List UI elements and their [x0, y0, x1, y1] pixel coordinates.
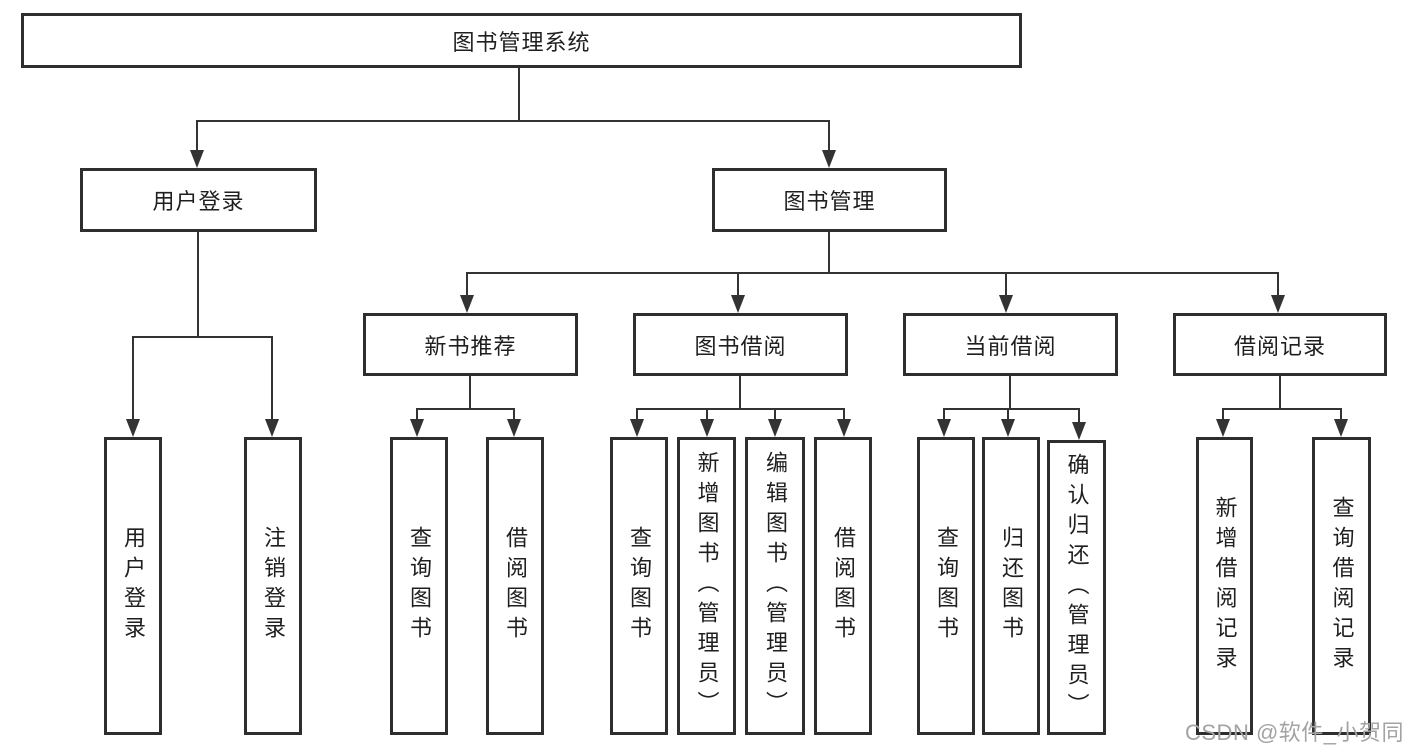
leaf-add-books-admin: 新增图书（管理员） — [677, 437, 736, 735]
arrow-down-icon — [410, 419, 424, 437]
connector-hline — [1222, 408, 1342, 410]
connector-vline — [1222, 408, 1224, 421]
node-book-management: 图书管理 — [712, 168, 947, 232]
leaf-query-borrow-record: 查询借阅记录 — [1312, 437, 1371, 735]
node-current-borrow: 当前借阅 — [903, 313, 1118, 376]
arrow-down-icon — [700, 419, 714, 437]
leaf-label: 借阅图书 — [831, 526, 856, 646]
leaf-label: 查询图书 — [407, 526, 432, 646]
node-root: 图书管理系统 — [21, 13, 1022, 68]
arrow-down-icon — [731, 295, 745, 313]
leaf-label: 确认归还（管理员） — [1064, 452, 1090, 723]
connector-hline — [416, 408, 515, 410]
connector-vline — [1078, 408, 1080, 422]
leaf-borrow-books: 借阅图书 — [814, 437, 872, 735]
connector-vline — [739, 376, 741, 410]
leaf-borrow-books-recommend: 借阅图书 — [486, 437, 544, 735]
node-book-borrow: 图书借阅 — [633, 313, 848, 376]
connector-vline — [132, 336, 134, 421]
connector-vline — [196, 120, 198, 152]
leaf-confirm-return-admin: 确认归还（管理员） — [1047, 440, 1106, 735]
arrow-down-icon — [1072, 422, 1086, 440]
leaf-return-books: 归还图书 — [982, 437, 1040, 735]
leaf-label: 借阅图书 — [503, 526, 528, 646]
leaf-query-books-current: 查询图书 — [917, 437, 975, 735]
arrow-down-icon — [822, 150, 836, 168]
connector-vline — [271, 336, 273, 421]
connector-vline — [636, 408, 638, 421]
csdn-watermark: CSDN @软件_小贺同学 — [1185, 720, 1405, 745]
arrow-down-icon — [937, 419, 951, 437]
leaf-label: 查询借阅记录 — [1329, 496, 1355, 676]
arrow-down-icon — [999, 295, 1013, 313]
connector-vline — [843, 408, 845, 421]
connector-vline — [416, 408, 418, 421]
connector-vline — [466, 272, 468, 297]
connector-vline — [1005, 272, 1007, 297]
connector-vline — [737, 272, 739, 297]
connector-vline — [706, 408, 708, 421]
connector-vline — [1009, 376, 1011, 410]
connector-vline — [197, 232, 199, 338]
leaf-label: 注销登录 — [261, 526, 286, 646]
arrow-down-icon — [460, 295, 474, 313]
arrow-down-icon — [507, 419, 521, 437]
leaf-edit-books-admin: 编辑图书（管理员） — [745, 437, 805, 735]
leaf-user-login: 用户登录 — [104, 437, 162, 735]
connector-vline — [469, 376, 471, 410]
connector-vline — [1277, 272, 1279, 297]
arrow-down-icon — [1001, 419, 1015, 437]
arrow-down-icon — [1334, 419, 1348, 437]
arrow-down-icon — [190, 150, 204, 168]
leaf-label: 查询图书 — [627, 526, 652, 646]
connector-vline — [518, 68, 520, 122]
node-user-login: 用户登录 — [80, 168, 317, 232]
connector-hline — [132, 336, 273, 338]
connector-hline — [466, 272, 1279, 274]
leaf-logout: 注销登录 — [244, 437, 302, 735]
leaf-label: 用户登录 — [121, 526, 146, 646]
leaf-label: 新增图书（管理员） — [694, 451, 720, 721]
connector-vline — [828, 232, 830, 274]
connector-vline — [774, 408, 776, 421]
connector-vline — [1279, 376, 1281, 410]
leaf-query-books-borrow: 查询图书 — [610, 437, 668, 735]
connector-hline — [943, 408, 1080, 410]
arrow-down-icon — [768, 419, 782, 437]
connector-vline — [1007, 408, 1009, 421]
connector-hline — [636, 408, 845, 410]
connector-vline — [1340, 408, 1342, 421]
leaf-add-borrow-record: 新增借阅记录 — [1196, 437, 1253, 735]
leaf-label: 编辑图书（管理员） — [763, 451, 788, 721]
arrow-down-icon — [837, 419, 851, 437]
arrow-down-icon — [265, 419, 279, 437]
arrow-down-icon — [1216, 419, 1230, 437]
leaf-query-books-recommend: 查询图书 — [390, 437, 448, 735]
arrow-down-icon — [126, 419, 140, 437]
connector-hline — [196, 120, 830, 122]
arrow-down-icon — [1271, 295, 1285, 313]
arrow-down-icon — [630, 419, 644, 437]
connector-vline — [513, 408, 515, 421]
connector-vline — [828, 120, 830, 152]
node-new-book-recommend: 新书推荐 — [363, 313, 578, 376]
node-borrow-records: 借阅记录 — [1173, 313, 1387, 376]
connector-vline — [943, 408, 945, 421]
leaf-label: 归还图书 — [999, 526, 1024, 646]
leaf-label: 查询图书 — [934, 526, 959, 646]
leaf-label: 新增借阅记录 — [1212, 496, 1238, 676]
